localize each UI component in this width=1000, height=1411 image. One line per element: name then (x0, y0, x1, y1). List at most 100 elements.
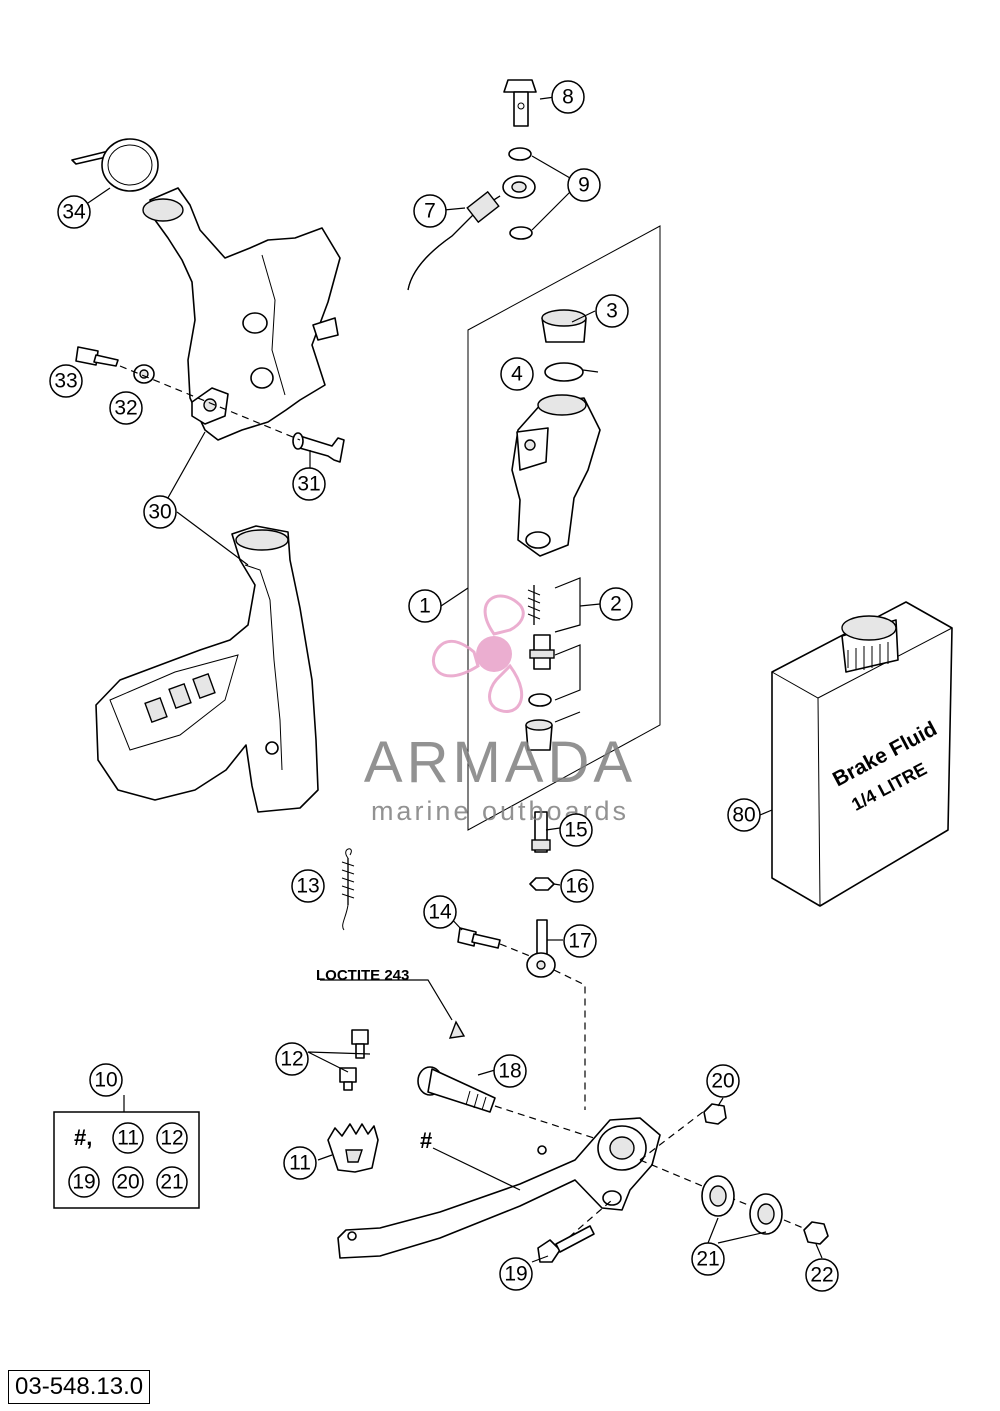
callout[interactable]: 7 (413, 194, 447, 228)
callout-label: 2 (610, 593, 622, 616)
callout-label: 33 (54, 370, 77, 393)
assembly-line (499, 943, 531, 957)
callout[interactable]: 2 (599, 587, 633, 621)
kit-item-19: 19 (72, 1171, 95, 1194)
callout-label: 18 (498, 1060, 521, 1083)
watermark-blade (432, 639, 480, 678)
callout[interactable]: 4 (500, 357, 534, 391)
nut-part (703, 1103, 727, 1125)
assembly-line (119, 365, 301, 441)
callout-label: 12 (280, 1048, 303, 1071)
assembly-line (494, 1105, 601, 1141)
kit-item-11: 11 (117, 1127, 139, 1150)
screw-part (339, 1029, 369, 1091)
callout[interactable]: 34 (57, 195, 91, 229)
watermark-logo: ARMADA marine outboards (364, 594, 636, 826)
callout[interactable]: 18 (493, 1054, 527, 1088)
kit-item-20: 20 (116, 1171, 139, 1194)
callout[interactable]: 14 (423, 895, 457, 929)
callout[interactable]: 80 (727, 798, 761, 832)
callout[interactable]: 30 (143, 495, 177, 529)
foot-brake-lever-part (337, 1117, 661, 1259)
banjo-bolt-part (503, 79, 537, 127)
callout-label: 30 (148, 501, 171, 524)
callout-label: 22 (810, 1264, 833, 1287)
callout-label: 9 (578, 174, 590, 197)
callout-label: 7 (424, 200, 436, 223)
callout-label: 11 (289, 1152, 311, 1175)
callout[interactable]: 12 (275, 1042, 309, 1076)
watermark-blade (488, 663, 524, 713)
callout-label: 4 (511, 363, 523, 386)
brake-fluid-bottle: Brake Fluid 1/4 LITRE (771, 601, 953, 907)
callout[interactable]: 11 (283, 1146, 317, 1180)
kit-item-21: 21 (160, 1171, 183, 1194)
push-rod-part (531, 811, 551, 853)
callout-label: 20 (711, 1070, 734, 1093)
brake-hose-part (407, 175, 536, 291)
callout[interactable]: 1 (408, 589, 442, 623)
callout[interactable]: 16 (560, 869, 594, 903)
callout[interactable]: 3 (595, 294, 629, 328)
master-cylinder-body (511, 394, 601, 557)
collar-nut-part (803, 1221, 829, 1245)
screw-part (75, 346, 119, 367)
page-reference-number: 03-548.13.0 (8, 1370, 151, 1404)
clevis-part (526, 919, 556, 978)
callout-label: 3 (606, 300, 618, 323)
spacer-bushing-part (292, 432, 345, 463)
callout-label: 21 (696, 1248, 719, 1271)
callout-label: 8 (562, 86, 574, 109)
callout[interactable]: 9 (567, 168, 601, 202)
kit-box-hash: #, (74, 1125, 92, 1150)
callout[interactable]: 19 (499, 1257, 533, 1291)
hex-nut-part (529, 877, 555, 891)
callout[interactable]: 31 (292, 467, 326, 501)
callout[interactable]: 15 (559, 813, 593, 847)
callout[interactable]: 10 (89, 1063, 123, 1097)
callout[interactable]: 33 (49, 364, 83, 398)
callout[interactable]: 21 (691, 1242, 725, 1276)
loctite-drop (448, 1020, 466, 1039)
assembly-line (553, 969, 586, 1110)
callout-label: 17 (568, 930, 591, 953)
bearing-part (701, 1175, 783, 1235)
callout-label: 31 (297, 473, 320, 496)
callout[interactable]: 13 (291, 869, 325, 903)
loctite-label: LOCTITE 243 (316, 967, 409, 984)
callout-label: 80 (732, 804, 755, 827)
brake-guard-lower (95, 525, 319, 813)
step-plate-part (327, 1123, 379, 1173)
callout[interactable]: 17 (563, 924, 597, 958)
assembly-line (559, 1104, 713, 1246)
callout-label: 10 (94, 1069, 117, 1092)
pivot-bolt-part (417, 1066, 496, 1113)
callout[interactable]: 32 (109, 391, 143, 425)
assembly-frame (467, 225, 661, 831)
kit-box: #, 11 12 19 20 21 (53, 1111, 200, 1209)
callout-label: 13 (296, 875, 319, 898)
callout[interactable]: 8 (551, 80, 585, 114)
brake-guard-upper (142, 187, 341, 441)
callout-label: 14 (428, 901, 452, 924)
return-spring-part (341, 848, 355, 931)
callout-label: 32 (114, 397, 137, 420)
callout[interactable]: 20 (706, 1064, 740, 1098)
watermark-hub (476, 636, 512, 672)
watermark-brand: ARMADA (364, 730, 636, 795)
callout-label: 1 (419, 595, 431, 618)
washer-part (133, 364, 155, 384)
callout-label: 34 (62, 201, 86, 224)
reservoir-plug-part (541, 309, 587, 343)
kit-item-12: 12 (160, 1127, 183, 1150)
cable-tie-part (71, 138, 159, 192)
callout[interactable]: 22 (805, 1258, 839, 1292)
piston-kit-part (525, 577, 581, 751)
callout-label: 16 (565, 875, 588, 898)
callout-label: 19 (504, 1263, 527, 1286)
sealing-ring-part (508, 147, 533, 240)
pin-bolt-part (457, 927, 501, 949)
o-ring-part (544, 362, 584, 382)
callout-label: 15 (564, 819, 587, 842)
